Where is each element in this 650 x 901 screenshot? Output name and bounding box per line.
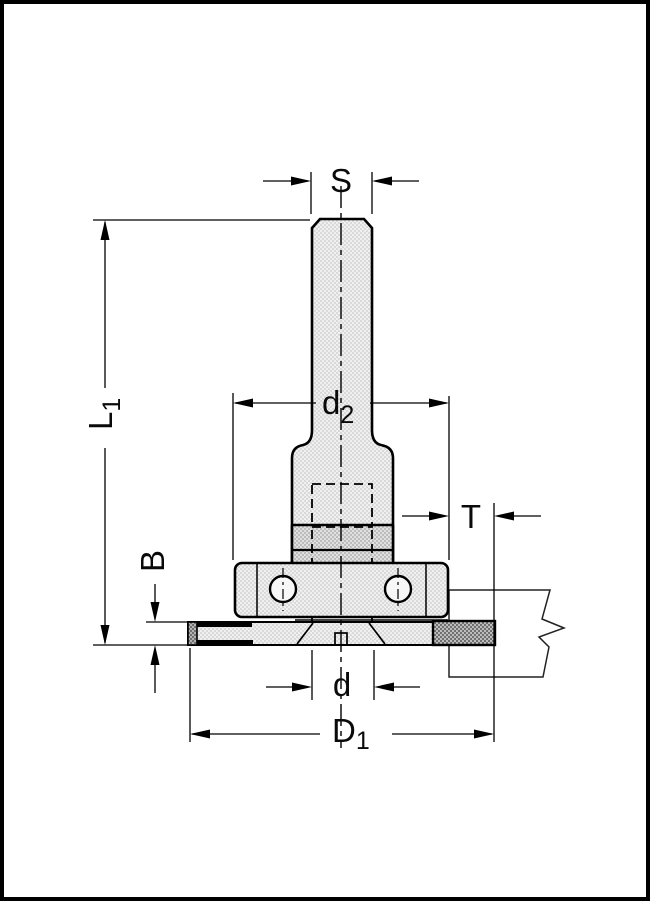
dimension-t <box>402 503 541 742</box>
label-d2: d2 <box>322 384 354 429</box>
label-l1: L1 <box>82 398 126 430</box>
dimension-s <box>263 172 419 214</box>
label-d: d <box>333 666 351 703</box>
carbide-tip-left <box>187 621 198 646</box>
dimension-d2 <box>232 393 450 560</box>
label-b: B <box>134 550 171 572</box>
label-s: S <box>330 162 352 199</box>
dimension-l1 <box>93 219 310 646</box>
spanner-hole-centerlines <box>282 568 399 611</box>
workpiece-outline <box>448 589 567 678</box>
dimension-b <box>146 584 188 693</box>
label-t: T <box>461 498 481 535</box>
locknut-band <box>292 525 393 563</box>
shank-and-body <box>290 217 395 565</box>
label-d1: D1 <box>332 712 370 755</box>
dimension-d <box>266 650 420 700</box>
dimension-d1 <box>189 648 494 742</box>
sectioned-tooth-right <box>431 619 497 647</box>
